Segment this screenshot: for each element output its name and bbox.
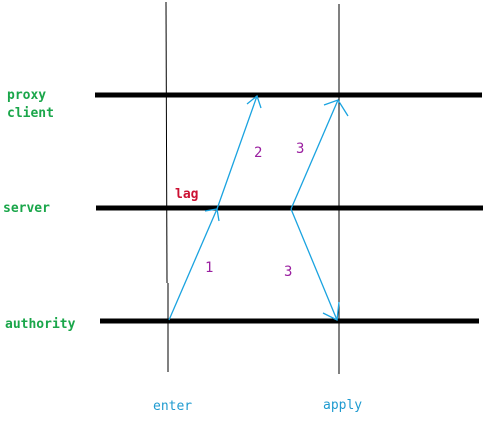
step-label-3-lower: 3 <box>284 264 292 280</box>
lane-label-proxy: proxy <box>7 88 46 103</box>
arrowhead-3-lower <box>322 301 340 321</box>
step-label-3-upper: 3 <box>296 141 304 157</box>
message-arrow-3-lower <box>290 208 338 321</box>
lag-label: lag <box>175 187 198 202</box>
step-label-2: 2 <box>254 145 262 161</box>
lane-label-authority: authority <box>5 317 76 332</box>
lane-label-server: server <box>3 201 50 216</box>
arrowhead-3-upper <box>323 99 349 117</box>
message-arrow-3-upper <box>290 99 339 210</box>
time-marker-apply: apply <box>323 398 362 413</box>
message-arrow-2 <box>216 95 258 210</box>
message-arrow-1 <box>168 208 218 321</box>
enter-time-line <box>165 1 168 284</box>
step-label-1: 1 <box>205 260 213 276</box>
lane-label-client: client <box>7 106 54 121</box>
time-marker-enter: enter <box>153 399 192 414</box>
arrowhead-2 <box>246 94 262 109</box>
